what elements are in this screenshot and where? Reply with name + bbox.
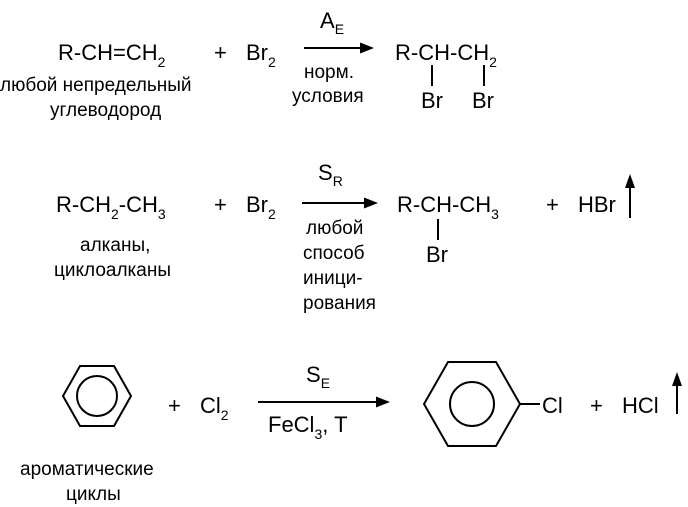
r3-label-line2: циклы (66, 484, 121, 505)
reaction-1: R-CH=CH2 + Br2 любой непредельный углево… (0, 8, 497, 121)
r3-product-substituent: Cl (542, 393, 563, 418)
r2-arrow-bottom-line3: иници- (303, 268, 363, 289)
reaction-3: + Cl2 ароматические циклы SE FeCl3, T Cl… (20, 361, 682, 505)
r1-plus: + (214, 40, 227, 65)
r3-byproduct: HCl (622, 393, 659, 418)
r3-arrow-top: SE (306, 362, 330, 391)
r1-arrow-bottom-line2: условия (292, 86, 364, 107)
r2-arrow-bottom-line2: способ (303, 243, 365, 264)
r1-reactant: R-CH=CH2 (58, 40, 166, 70)
gas-arrow-icon (625, 174, 635, 218)
reaction-2: R-CH2-CH3 + Br2 алканы, циклоалканы SR л… (54, 160, 635, 314)
r2-plus: + (214, 192, 227, 217)
r2-reactant: R-CH2-CH3 (56, 192, 166, 222)
r3-arrow-bottom: FeCl3, T (268, 412, 348, 442)
r2-arrow-top: SR (318, 160, 343, 189)
r3-arrow (258, 396, 390, 408)
r1-arrow-top: AE (320, 8, 344, 37)
benzene-ring-icon (61, 365, 133, 427)
r2-arrow (302, 197, 378, 209)
r1-label-line2: углеводород (50, 100, 161, 121)
r2-product: R-CH-CH3 (397, 192, 499, 222)
r2-product-br: Br (426, 242, 448, 267)
r1-arrow (304, 42, 374, 54)
r2-label-line1: алканы, (80, 235, 150, 256)
r1-label-line1: любой непредельный (0, 75, 192, 96)
r1-product-br1: Br (421, 88, 443, 113)
r1-reagent: Br2 (246, 40, 276, 70)
gas-arrow-icon (672, 372, 682, 414)
r3-plus2: + (590, 393, 603, 418)
r1-product: R-CH-CH2 (395, 40, 497, 70)
r3-reagent: Cl2 (200, 393, 229, 423)
chlorobenzene-ring-icon (422, 361, 540, 447)
r1-arrow-bottom-line1: норм. (304, 62, 354, 83)
r2-byproduct: HBr (578, 192, 616, 217)
r3-plus: + (168, 393, 181, 418)
r2-label-line2: циклоалканы (54, 260, 171, 281)
r2-plus2: + (546, 192, 559, 217)
r3-label-line1: ароматические (20, 459, 154, 480)
r2-arrow-bottom-line4: рования (303, 293, 376, 314)
r2-arrow-bottom-line1: любой (306, 218, 363, 239)
r1-product-br2: Br (472, 88, 494, 113)
r2-reagent: Br2 (246, 192, 276, 222)
